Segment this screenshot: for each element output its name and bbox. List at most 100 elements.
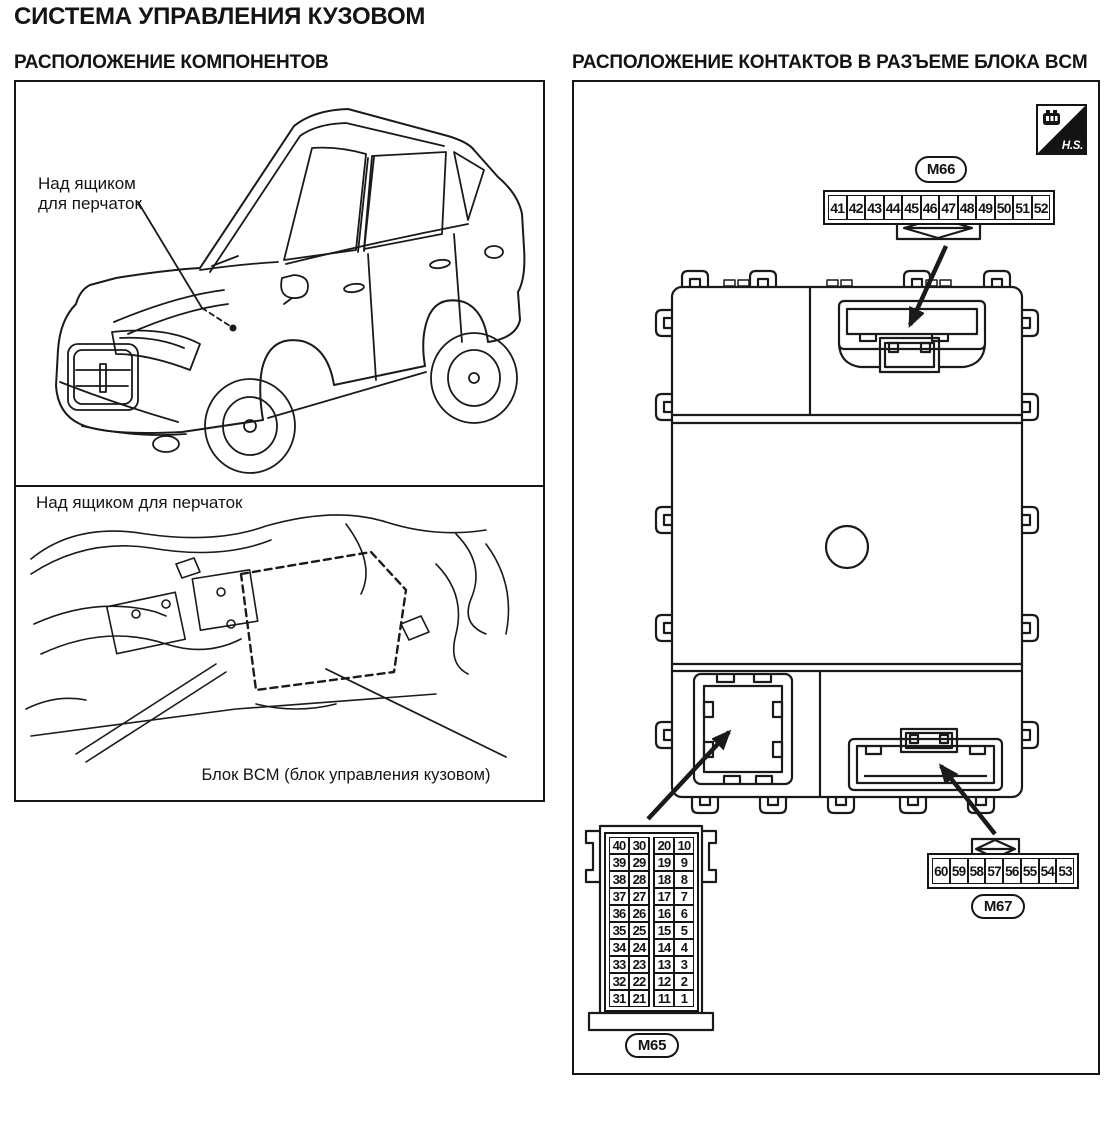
dash-interior-drawing (25, 514, 510, 763)
m65-pin: 20 (654, 837, 674, 854)
m65-grid-gap (649, 905, 654, 922)
m65-pin: 8 (674, 871, 694, 888)
m65-pin: 7 (674, 888, 694, 905)
car-line-drawing (55, 108, 526, 474)
bcm-connector-panel: H.S. M66 41 42 43 44 45 46 47 48 49 50 5… (572, 80, 1100, 1075)
m65-grid-gap (649, 973, 654, 990)
hs-label: H.S. (1061, 140, 1083, 152)
m65-housing (584, 824, 718, 1032)
m65-pin: 2 (674, 973, 694, 990)
m66-pin: 51 (1013, 195, 1032, 220)
m65-pin: 13 (654, 956, 674, 973)
m67-pin: 54 (1038, 858, 1057, 884)
bcm-center-hole (824, 524, 870, 570)
m67-pin: 53 (1056, 858, 1074, 884)
m67-pin: 56 (1003, 858, 1021, 884)
m65-pin: 27 (629, 888, 649, 905)
m67-pin: 60 (932, 858, 950, 884)
m66-pin: 48 (957, 195, 976, 220)
m65-pin: 12 (654, 973, 674, 990)
m66-pin: 43 (865, 195, 884, 220)
connector-label-m67: M67 (971, 894, 1025, 919)
bcm-caption-leader (325, 668, 507, 758)
m65-pin: 6 (674, 905, 694, 922)
glovebox-section-label: Над ящиком для перчаток (36, 493, 243, 512)
m65-pin: 35 (609, 922, 629, 939)
left-panel-header: РАСПОЛОЖЕНИЕ КОМПОНЕНТОВ (14, 52, 329, 73)
m65-pin: 11 (654, 990, 674, 1007)
bcm-socket-m66 (837, 299, 987, 374)
m66-pin: 50 (994, 195, 1013, 220)
hs-triangle (1038, 106, 1085, 153)
harness-side-badge: H.S. (1036, 104, 1087, 155)
m66-pin: 44 (883, 195, 902, 220)
m67-pin: 59 (949, 858, 968, 884)
component-location-panel: Над ящиком для перчаток Над ящиком для п… (14, 80, 545, 802)
m65-pin: 25 (629, 922, 649, 939)
glovebox-callout: Над ящиком для перчаток (38, 174, 142, 214)
m65-pin: 5 (674, 922, 694, 939)
m65-pin: 24 (629, 939, 649, 956)
m66-pin: 41 (828, 195, 847, 220)
m65-pin: 36 (609, 905, 629, 922)
m65-pin: 14 (654, 939, 674, 956)
m65-pin: 38 (609, 871, 629, 888)
m66-pin: 52 (1031, 195, 1050, 220)
connector-label-m65: M65 (625, 1033, 679, 1058)
m65-pin: 33 (609, 956, 629, 973)
m65-pin: 1 (674, 990, 694, 1007)
m65-pin: 19 (654, 854, 674, 871)
m67-pin-row: 60 59 58 57 56 55 54 53 (927, 853, 1079, 889)
m65-pin: 26 (629, 905, 649, 922)
connector-label-m66: M66 (915, 156, 967, 183)
arrow-m67-to-socket (941, 766, 997, 836)
m65-pin: 23 (629, 956, 649, 973)
bcm-dashed-outline (239, 550, 408, 692)
m66-pin: 47 (939, 195, 958, 220)
m65-pin: 18 (654, 871, 674, 888)
m65-grid-gap (649, 837, 654, 854)
m66-pin: 46 (920, 195, 939, 220)
glovebox-callout-line1: Над ящиком (38, 174, 136, 193)
m65-pin: 30 (629, 837, 649, 854)
m65-pin: 31 (609, 990, 629, 1007)
bcm-unit-drawing (584, 216, 1040, 1032)
glovebox-callout-line2: для перчаток (38, 194, 142, 214)
m66-pin: 49 (976, 195, 995, 220)
bcm-socket-m65 (692, 672, 794, 786)
m65-pin: 32 (609, 973, 629, 990)
m65-pin: 29 (629, 854, 649, 871)
m65-pin: 28 (629, 871, 649, 888)
m65-pin: 22 (629, 973, 649, 990)
glovebox-callout-leader (137, 201, 237, 332)
m65-pin: 37 (609, 888, 629, 905)
m66-pin: 45 (902, 195, 921, 220)
m65-pin: 17 (654, 888, 674, 905)
m65-pin: 16 (654, 905, 674, 922)
m65-grid-gap (649, 939, 654, 956)
m65-pin-grid: 40 30 20 10 39 29 19 9 38 28 18 8 37 27 … (604, 832, 699, 1012)
m66-pin: 42 (846, 195, 865, 220)
panel-divider (16, 485, 543, 487)
m67-pin: 55 (1020, 858, 1039, 884)
m65-grid-gap (649, 956, 654, 973)
bcm-socket-m67 (847, 727, 1004, 792)
bcm-body (670, 285, 1024, 799)
m65-pin: 10 (674, 837, 694, 854)
m65-pin: 9 (674, 854, 694, 871)
m65-pin: 15 (654, 922, 674, 939)
m67-pin: 58 (967, 858, 986, 884)
arrow-m66-to-socket (907, 245, 949, 325)
m65-grid-gap (649, 990, 654, 1007)
right-panel-header: РАСПОЛОЖЕНИЕ КОНТАКТОВ В РАЗЪЕМЕ БЛОКА B… (572, 52, 1088, 73)
m65-pin: 3 (674, 956, 694, 973)
arrow-m65-to-socket (646, 732, 729, 821)
bcm-caption: Блок BCM (блок управления кузовом) (201, 766, 491, 784)
m65-pin: 39 (609, 854, 629, 871)
m65-grid-gap (649, 854, 654, 871)
m67-pin: 57 (985, 858, 1003, 884)
m65-pin: 40 (609, 837, 629, 854)
m65-pin: 4 (674, 939, 694, 956)
page-title: СИСТЕМА УПРАВЛЕНИЯ КУЗОВОМ (14, 3, 426, 30)
m66-pin-row: 41 42 43 44 45 46 47 48 49 50 51 52 (823, 190, 1055, 225)
